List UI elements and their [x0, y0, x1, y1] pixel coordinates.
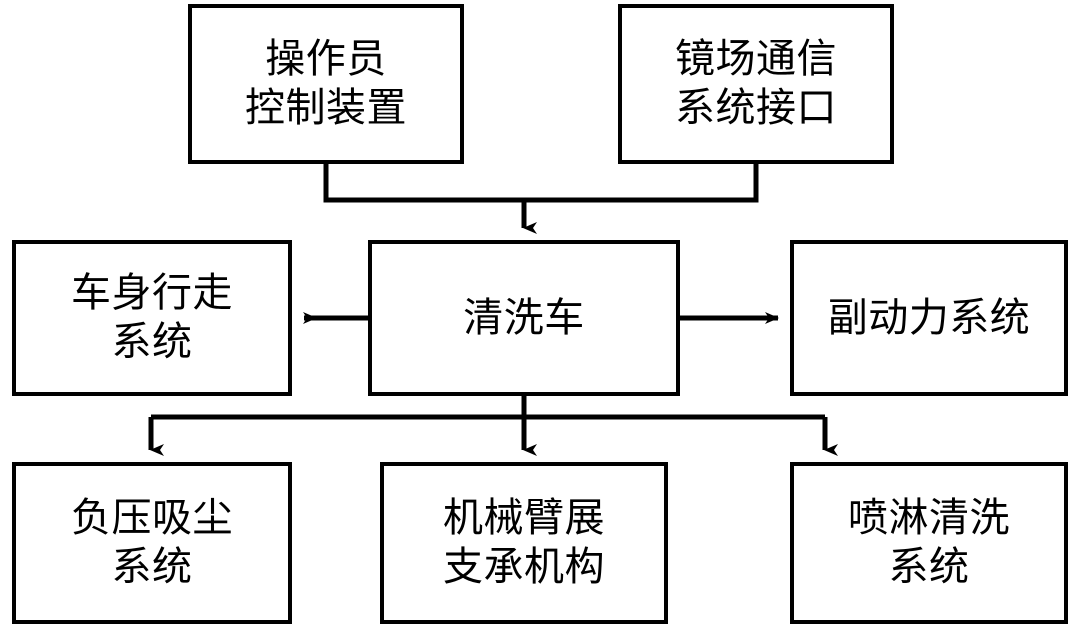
node-arm-support-line-1: 机械臂展 — [443, 495, 605, 541]
node-spray-wash-line-2: 系统 — [888, 544, 970, 589]
node-mirror-comm[interactable]: 镜场通信 系统接口 — [618, 4, 894, 164]
node-arm-support[interactable]: 机械臂展 支承机构 — [380, 462, 668, 624]
node-vacuum-line-1: 负压吸尘 — [71, 495, 233, 541]
node-spray-wash[interactable]: 喷淋清洗 系统 — [790, 462, 1068, 624]
node-arm-support-line-2: 支承机构 — [443, 544, 605, 589]
node-body-travel[interactable]: 车身行走 系统 — [12, 240, 292, 396]
node-mirror-comm-line-1: 镜场通信 — [675, 36, 837, 82]
node-cleaning-vehicle[interactable]: 清洗车 — [368, 240, 680, 396]
node-aux-power-line-1: 副动力系统 — [827, 294, 1031, 340]
node-body-travel-line-2: 系统 — [111, 319, 193, 364]
edge-operator-to-vehicle — [323, 164, 524, 203]
edge-comm-to-vehicle — [524, 164, 759, 203]
node-vacuum[interactable]: 负压吸尘 系统 — [12, 462, 292, 624]
node-mirror-comm-line-2: 系统接口 — [675, 85, 837, 130]
node-cleaning-vehicle-line-1: 清洗车 — [463, 294, 585, 340]
node-operator-control-line-2: 控制装置 — [245, 85, 407, 130]
node-vacuum-line-2: 系统 — [111, 544, 193, 589]
node-spray-wash-line-1: 喷淋清洗 — [848, 495, 1010, 541]
node-operator-control[interactable]: 操作员 控制装置 — [188, 4, 464, 164]
node-operator-control-line-1: 操作员 — [265, 36, 387, 82]
node-aux-power[interactable]: 副动力系统 — [790, 240, 1068, 396]
node-body-travel-line-1: 车身行走 — [71, 270, 233, 316]
